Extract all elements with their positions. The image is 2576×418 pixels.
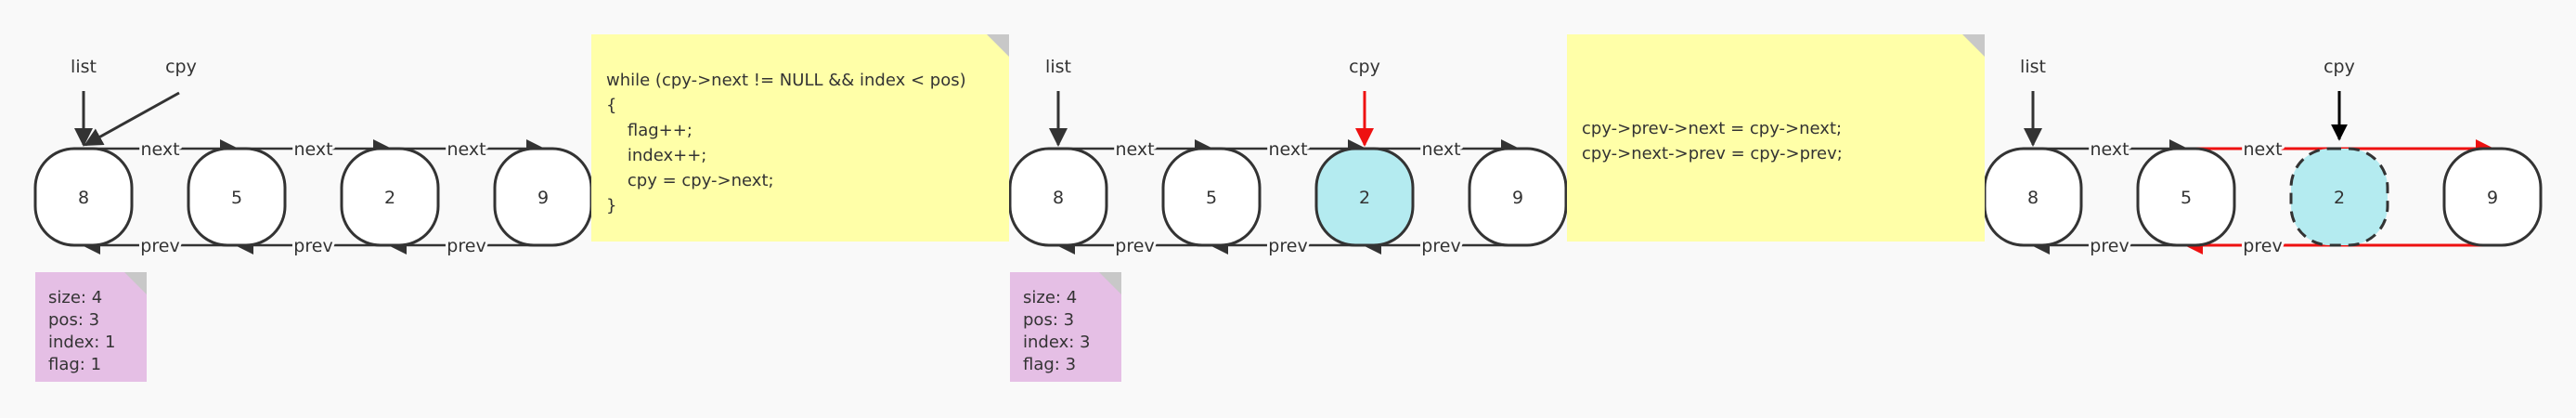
node-value: 9 xyxy=(2487,188,2498,208)
cpy-pointer-arrow xyxy=(84,91,180,147)
list-node xyxy=(2136,147,2236,247)
cpy-pointer-label: cpy xyxy=(1349,57,1380,77)
next-label: next xyxy=(2243,139,2282,160)
state-note: size: 4 pos: 3 index: 3 flag: 3 xyxy=(1010,272,1121,382)
cpy-pointer-label: cpy xyxy=(2324,57,2355,77)
note-fold xyxy=(987,34,1009,57)
prev-label: prev xyxy=(1268,236,1307,256)
cpy-pointer-label: cpy xyxy=(165,57,197,77)
code-line: index++; xyxy=(606,146,707,165)
list-pointer-label: list xyxy=(1045,57,1071,77)
code-line: cpy->next->prev = cpy->prev; xyxy=(1582,144,1843,163)
node-value: 2 xyxy=(1359,188,1370,208)
node-value: 2 xyxy=(2334,188,2345,208)
node-value: 5 xyxy=(2181,188,2192,208)
code-line: { xyxy=(606,96,617,115)
panel-1: 8 5 2 9 xyxy=(33,91,593,255)
prev-label: prev xyxy=(447,236,485,256)
next-label: next xyxy=(1268,139,1307,160)
list-node xyxy=(1468,147,1568,247)
prev-label: prev xyxy=(2243,236,2282,256)
state-note-line: index: 3 xyxy=(1023,333,1091,352)
node-value: 9 xyxy=(537,188,549,208)
prev-label: prev xyxy=(140,236,179,256)
list-node xyxy=(33,147,134,247)
state-note: size: 4 pos: 3 index: 1 flag: 1 xyxy=(35,272,147,382)
list-node xyxy=(187,147,287,247)
list-node xyxy=(1983,147,2083,247)
removed-node xyxy=(2289,147,2389,247)
panel-2: 8 5 2 9 xyxy=(1008,91,1568,255)
note-fold xyxy=(1962,34,1985,57)
prev-label: prev xyxy=(1421,236,1460,256)
prev-label: prev xyxy=(293,236,332,256)
note-fold xyxy=(1099,272,1121,294)
code-line: cpy = cpy->next; xyxy=(606,171,774,190)
node-value: 9 xyxy=(1512,188,1523,208)
next-label: next xyxy=(1115,139,1154,160)
code-line: cpy->prev->next = cpy->next; xyxy=(1582,119,1843,138)
prev-label: prev xyxy=(1115,236,1154,256)
note-fold xyxy=(124,272,147,294)
next-label: next xyxy=(1421,139,1460,160)
state-note-line: index: 1 xyxy=(48,333,116,352)
code-note: cpy->prev->next = cpy->next; cpy->next->p… xyxy=(1567,34,1985,242)
code-line: flag++; xyxy=(606,121,693,140)
code-line: } xyxy=(606,196,617,216)
node-value: 5 xyxy=(231,188,242,208)
state-note-line: flag: 1 xyxy=(48,355,102,374)
state-note-line: size: 4 xyxy=(1023,288,1078,307)
node-value: 2 xyxy=(384,188,395,208)
node-value: 8 xyxy=(1053,188,1064,208)
list-node xyxy=(1161,147,1262,247)
list-node xyxy=(1008,147,1108,247)
list-pointer-label: list xyxy=(2020,57,2046,77)
node-value: 5 xyxy=(1206,188,1217,208)
next-label: next xyxy=(447,139,485,160)
code-line: while (cpy->next != NULL && index < pos) xyxy=(606,71,966,90)
state-note-line: pos: 3 xyxy=(48,310,100,330)
list-node xyxy=(1314,147,1415,247)
code-note: while (cpy->next != NULL && index < pos)… xyxy=(591,34,1009,242)
node-value: 8 xyxy=(2027,188,2039,208)
state-note-line: size: 4 xyxy=(48,288,103,307)
panel-3: 8 5 2 9 xyxy=(1983,91,2543,255)
next-label: next xyxy=(293,139,332,160)
state-note-line: flag: 3 xyxy=(1023,355,1077,374)
list-node xyxy=(2442,147,2543,247)
next-label: next xyxy=(140,139,179,160)
list-pointer-label: list xyxy=(71,57,97,77)
state-note-line: pos: 3 xyxy=(1023,310,1075,330)
next-label: next xyxy=(2090,139,2129,160)
node-value: 8 xyxy=(78,188,89,208)
prev-label: prev xyxy=(2090,236,2129,256)
list-node xyxy=(340,147,440,247)
